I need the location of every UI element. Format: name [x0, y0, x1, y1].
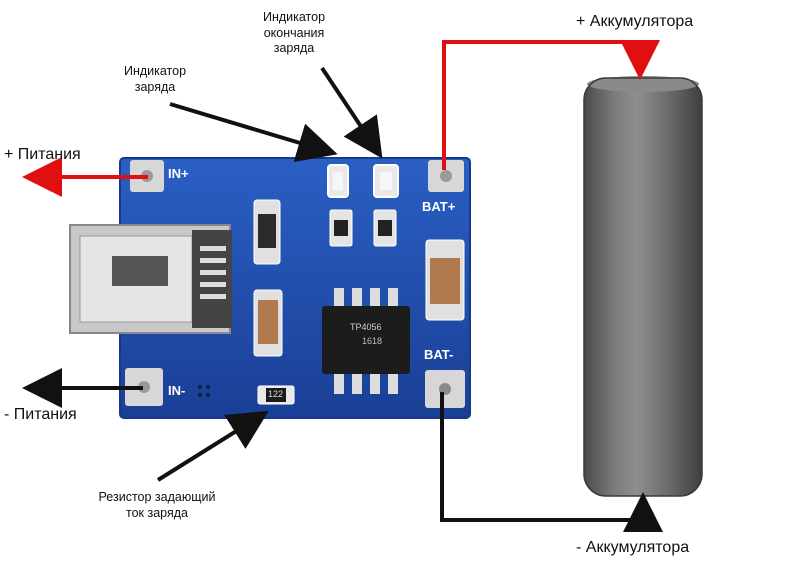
pad-bat-plus-label: BAT+ — [422, 199, 456, 214]
done-indicator-arrow — [320, 66, 383, 159]
resistor-marking: 122 — [268, 389, 284, 399]
pad-bat-minus-label: BAT- — [424, 347, 454, 362]
charge-indicator-arrow — [169, 102, 338, 162]
charge-led-icon — [327, 164, 349, 198]
battery-minus-label: - Аккумулятора — [576, 539, 690, 556]
negative-battery-wire — [440, 392, 663, 532]
battery-18650 — [583, 76, 703, 497]
pad-in-plus-label: IN+ — [168, 166, 189, 181]
resistor-arrow — [156, 410, 269, 482]
usb-connector-icon — [69, 224, 232, 334]
resistor-label: Резистор задающий ток заряда — [98, 490, 216, 520]
positive-battery-wire — [442, 40, 660, 170]
power-plus-label: + Питания — [4, 146, 81, 163]
power-minus-label: - Питания — [4, 406, 77, 423]
charge-indicator-label: Индикатор заряда — [123, 64, 187, 94]
battery-plus-label: + Аккумулятора — [576, 13, 694, 30]
tp4056-chip — [322, 288, 410, 394]
done-indicator-label: Индикатор окончания заряда — [262, 10, 326, 56]
done-led-icon — [373, 164, 399, 198]
charger-board — [69, 157, 471, 419]
current-resistor — [257, 385, 295, 405]
pad-in-minus-label: IN- — [168, 383, 186, 398]
chip-marking-2: 1618 — [362, 336, 383, 346]
chip-marking-1: TP4056 — [350, 322, 382, 332]
